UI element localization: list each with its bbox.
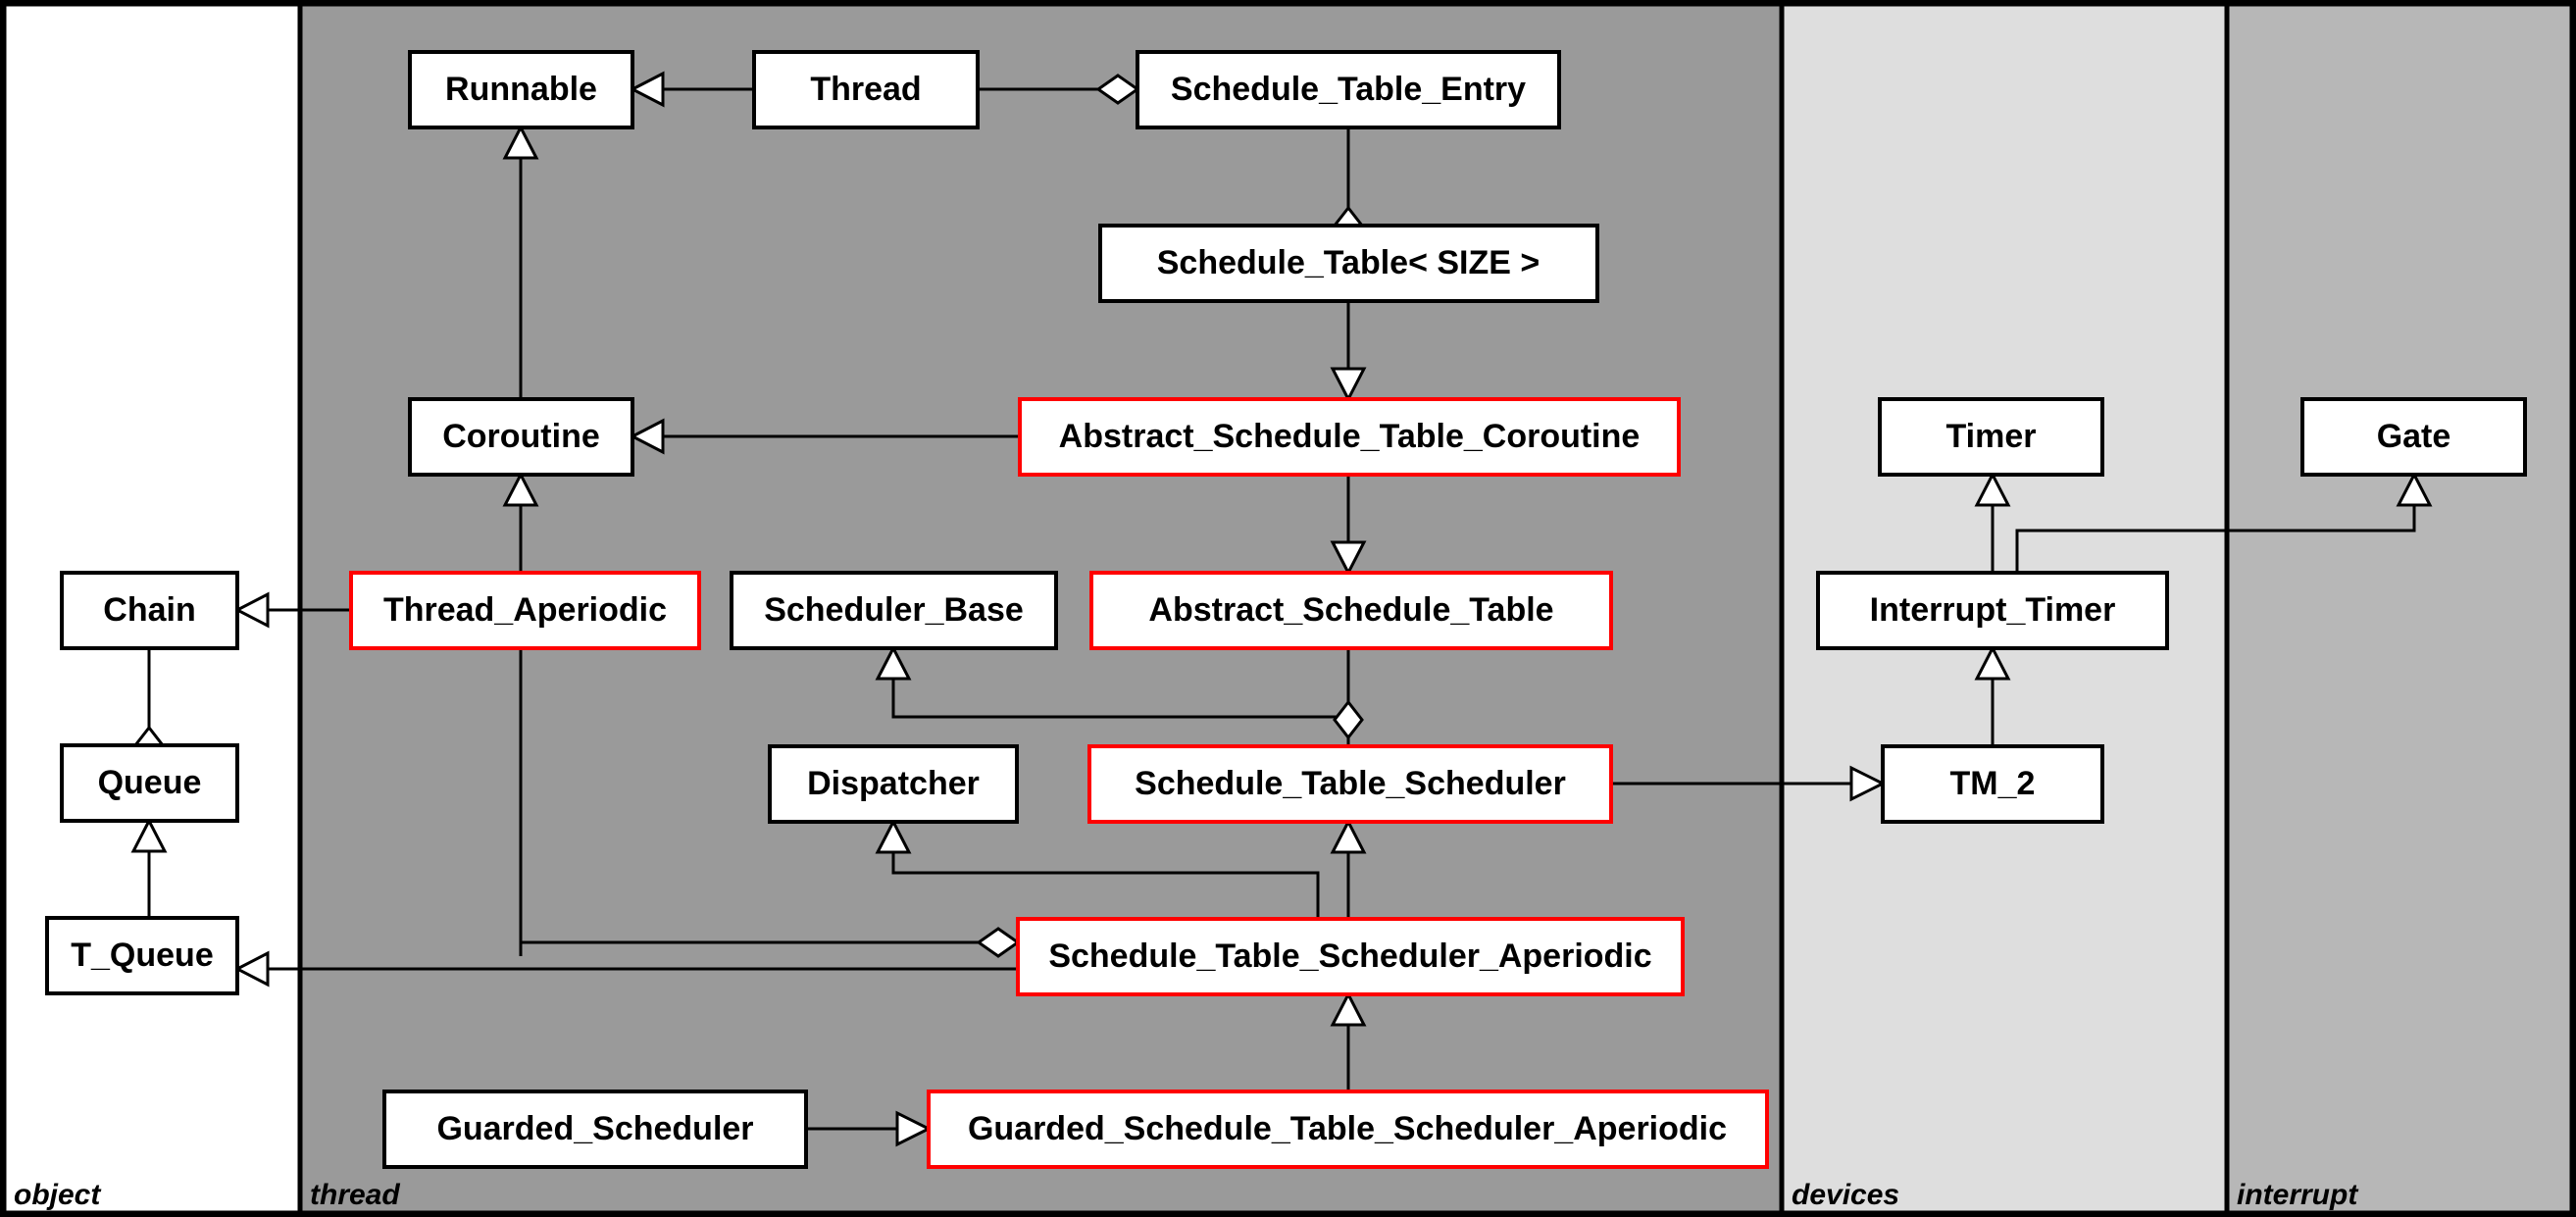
class-box-runnable[interactable] [408, 50, 634, 129]
class-label-gate: Gate [2377, 418, 2451, 455]
class-node-coroutine[interactable]: Coroutine [408, 397, 634, 477]
class-node-guarded-scheduler[interactable]: Guarded_Scheduler [382, 1090, 808, 1169]
class-label-queue: Queue [98, 764, 202, 801]
class-node-scheduler-base[interactable]: Scheduler_Base [730, 571, 1058, 650]
package-label-thread: thread [310, 1179, 400, 1211]
class-boxes: Runnable Thread Schedule_Table_Entry Sch… [45, 50, 2527, 1169]
class-label-guarded-schedule-table-scheduler-aperiodic: Guarded_Schedule_Table_Scheduler_Aperiod… [968, 1110, 1727, 1147]
class-node-guarded-schedule-table-scheduler-aperiodic[interactable]: Guarded_Schedule_Table_Scheduler_Aperiod… [927, 1090, 1769, 1169]
arrowhead-abscoroutine-to-coroutine [629, 418, 665, 455]
arrowhead-abscoroutine-to-abstable [1330, 540, 1367, 577]
class-box-timer[interactable] [1878, 397, 2104, 477]
class-box-gate[interactable] [2300, 397, 2527, 477]
arrowhead-interrupttimer-to-timer [1974, 471, 2011, 507]
arrowhead-table-to-abscoroutine [1330, 367, 1367, 403]
class-label-thread: Thread [810, 71, 921, 108]
class-node-chain[interactable]: Chain [60, 571, 239, 650]
class-node-tm-2[interactable]: TM_2 [1881, 744, 2104, 824]
arrowhead-thread-to-runnable [629, 71, 665, 108]
arrowhead-stsched-to-tm2 [1849, 765, 1887, 802]
class-label-schedule-table-size: Schedule_Table< SIZE > [1157, 244, 1541, 281]
class-node-runnable[interactable]: Runnable [408, 50, 634, 129]
class-node-interrupt-timer[interactable]: Interrupt_Timer [1816, 571, 2169, 650]
class-label-abstract-schedule-table-coroutine: Abstract_Schedule_Table_Coroutine [1059, 418, 1641, 455]
arrowhead-tm2-to-interrupttimer [1974, 644, 2011, 681]
edge-stschedaper-to-dispatcher [891, 850, 1320, 919]
class-label-chain: Chain [103, 591, 195, 629]
arrowhead-guardedsched-to-guardedaper [895, 1110, 933, 1147]
class-label-dispatcher: Dispatcher [807, 765, 980, 802]
class-label-schedule-table-scheduler: Schedule_Table_Scheduler [1135, 765, 1566, 802]
class-box-coroutine[interactable] [408, 397, 634, 477]
class-label-t-queue: T_Queue [71, 937, 213, 974]
arrowhead-riser-to-runnable [502, 124, 539, 160]
class-box-interrupt-timer[interactable] [1816, 571, 2169, 650]
class-label-timer: Timer [1946, 418, 2037, 455]
class-node-thread-aperiodic[interactable]: Thread_Aperiodic [349, 571, 701, 650]
class-box-queue[interactable] [60, 743, 239, 823]
class-box-dispatcher[interactable] [768, 744, 1019, 824]
arrowhead-threadaper-to-chain [233, 591, 270, 629]
arrowhead-stschedaper-to-dispatcher [875, 818, 912, 854]
class-node-timer[interactable]: Timer [1878, 397, 2104, 477]
class-box-guarded-schedule-table-scheduler-aperiodic[interactable] [927, 1090, 1769, 1169]
class-box-tm-2[interactable] [1881, 744, 2104, 824]
class-box-scheduler-base[interactable] [730, 571, 1058, 650]
class-label-tm-2: TM_2 [1950, 765, 2036, 802]
class-node-schedule-table-size[interactable]: Schedule_Table< SIZE > [1098, 224, 1599, 303]
class-label-abstract-schedule-table: Abstract_Schedule_Table [1148, 591, 1553, 629]
class-label-schedule-table-entry: Schedule_Table_Entry [1171, 71, 1526, 108]
package-interrupt-bg [2227, 4, 2572, 1213]
arrowhead-tqueue-to-queue [130, 817, 168, 853]
class-node-t-queue[interactable]: T_Queue [45, 916, 239, 995]
edge-interrupttimer-to-gate [2015, 503, 2416, 573]
class-box-thread-aperiodic[interactable] [349, 571, 701, 650]
arrowhead-interrupttimer-to-gate [2396, 471, 2433, 507]
arrowhead-stschedaper-to-tqueue [233, 950, 270, 988]
class-node-schedule-table-scheduler-aperiodic[interactable]: Schedule_Table_Scheduler_Aperiodic [1016, 917, 1685, 996]
class-box-schedule-table-entry[interactable] [1136, 50, 1561, 129]
class-node-thread[interactable]: Thread [752, 50, 980, 129]
class-box-abstract-schedule-table-coroutine[interactable] [1018, 397, 1681, 477]
arrowhead-guardedaper-to-stschedaper [1330, 990, 1367, 1027]
diamond-stschedaper-schedbase [976, 927, 1021, 958]
package-label-devices: devices [1792, 1179, 1899, 1211]
class-label-coroutine: Coroutine [442, 418, 600, 455]
class-node-abstract-schedule-table-coroutine[interactable]: Abstract_Schedule_Table_Coroutine [1018, 397, 1681, 477]
class-label-interrupt-timer: Interrupt_Timer [1870, 591, 2116, 629]
class-label-guarded-scheduler: Guarded_Scheduler [436, 1110, 753, 1147]
class-node-schedule-table-entry[interactable]: Schedule_Table_Entry [1136, 50, 1561, 129]
relation-edges [130, 71, 2433, 1147]
class-label-runnable: Runnable [445, 71, 597, 108]
class-box-chain[interactable] [60, 571, 239, 650]
class-label-thread-aperiodic: Thread_Aperiodic [383, 591, 667, 629]
class-node-queue[interactable]: Queue [60, 743, 239, 823]
class-node-abstract-schedule-table[interactable]: Abstract_Schedule_Table [1089, 571, 1613, 650]
class-box-schedule-table-scheduler[interactable] [1087, 744, 1613, 824]
class-node-schedule-table-scheduler[interactable]: Schedule_Table_Scheduler [1087, 744, 1613, 824]
package-label-interrupt: interrupt [2237, 1179, 2359, 1211]
class-node-dispatcher[interactable]: Dispatcher [768, 744, 1019, 824]
arrowhead-stsched-to-schedbase [875, 644, 912, 681]
class-box-t-queue[interactable] [45, 916, 239, 995]
class-node-gate[interactable]: Gate [2300, 397, 2527, 477]
arrowhead-threadaper-to-coroutine [502, 471, 539, 507]
class-label-scheduler-base: Scheduler_Base [764, 591, 1024, 629]
diamond-stsched-abstable [1333, 699, 1364, 740]
class-box-schedule-table-size[interactable] [1098, 224, 1599, 303]
class-label-schedule-table-scheduler-aperiodic: Schedule_Table_Scheduler_Aperiodic [1048, 938, 1651, 975]
class-box-schedule-table-scheduler-aperiodic[interactable] [1016, 917, 1685, 996]
class-box-thread[interactable] [752, 50, 980, 129]
class-box-guarded-scheduler[interactable] [382, 1090, 808, 1169]
arrowhead-stschedaper-to-stsched [1330, 818, 1367, 854]
package-label-object: object [14, 1179, 102, 1211]
diamond-entry-thread [1095, 74, 1140, 105]
class-box-abstract-schedule-table[interactable] [1089, 571, 1613, 650]
